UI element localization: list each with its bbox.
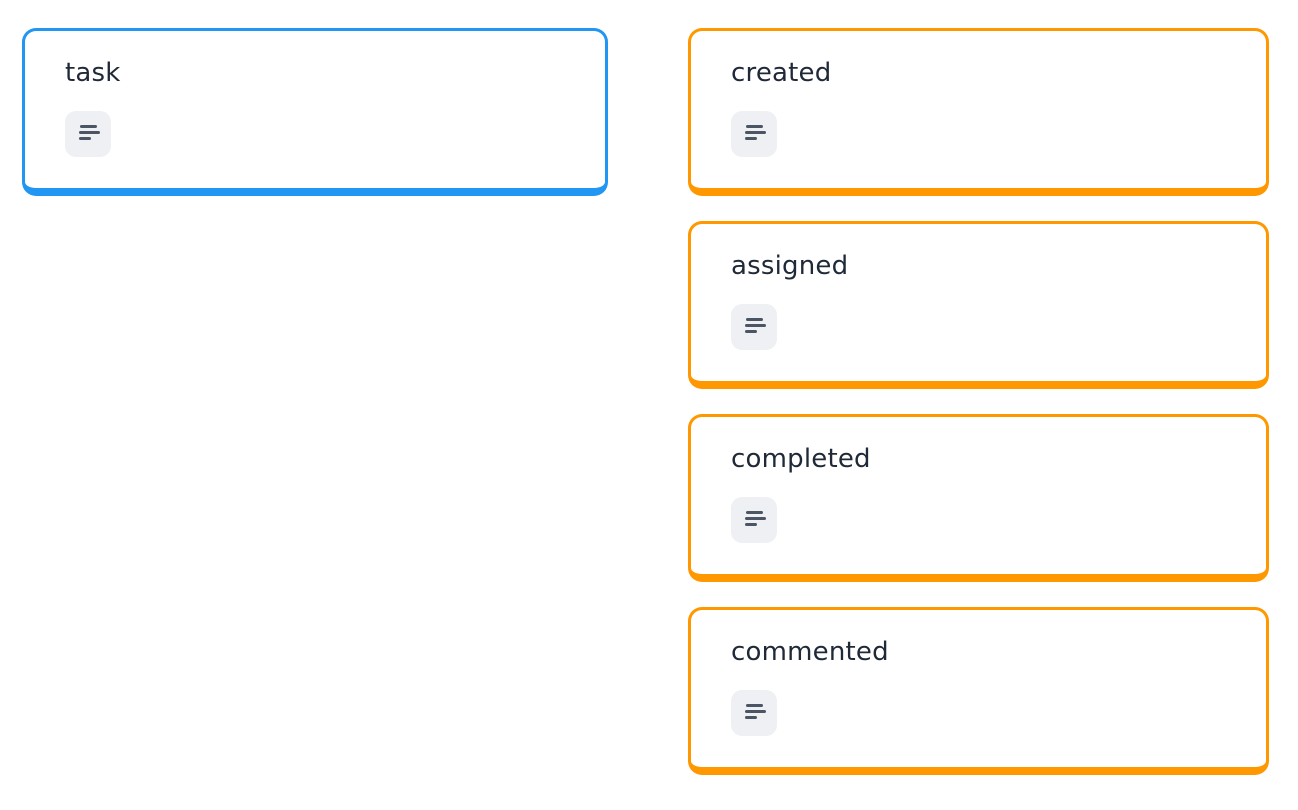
card-label: completed [731, 444, 871, 474]
align-left-icon [731, 110, 777, 157]
card-content: completed [691, 417, 1266, 547]
card-label: task [65, 58, 121, 88]
card-content: assigned [691, 224, 1266, 354]
card-label: commented [731, 637, 889, 667]
card-commented[interactable]: commented [688, 607, 1269, 775]
align-left-icon [731, 689, 777, 736]
align-left-icon [731, 496, 777, 543]
card-content: created [691, 31, 1266, 161]
card-completed[interactable]: completed [688, 414, 1269, 582]
card-created[interactable]: created [688, 28, 1269, 196]
card-content: task [25, 31, 605, 161]
align-left-icon [65, 110, 111, 157]
card-assigned[interactable]: assigned [688, 221, 1269, 389]
align-left-icon [731, 303, 777, 350]
card-label: assigned [731, 251, 849, 281]
card-label: created [731, 58, 832, 88]
card-content: commented [691, 610, 1266, 740]
card-task[interactable]: task [22, 28, 608, 196]
